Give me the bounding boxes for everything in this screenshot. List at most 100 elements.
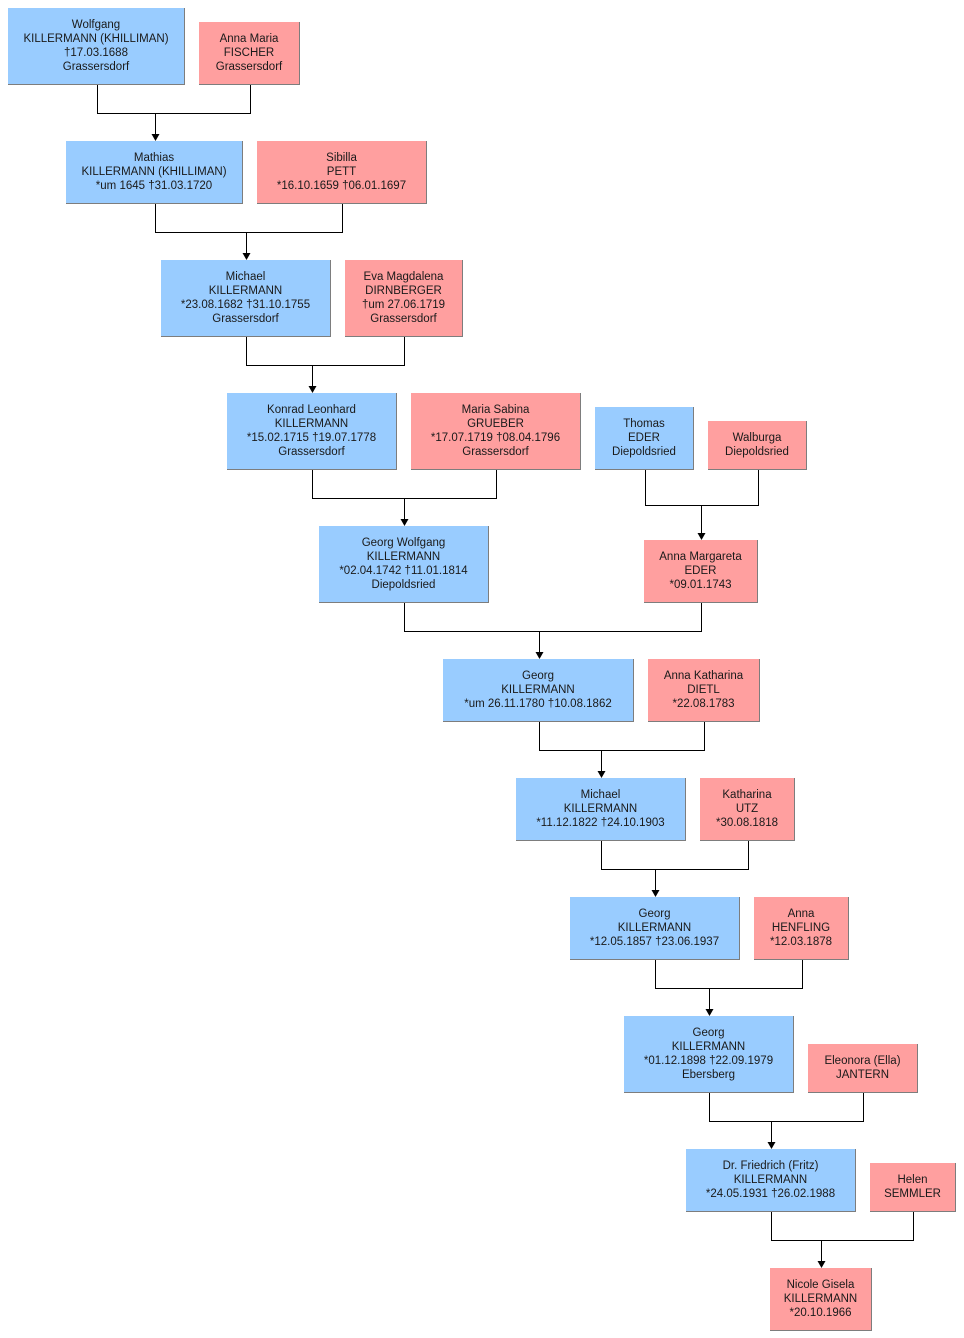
couple-connector — [601, 841, 749, 870]
person-detail: DIETL — [687, 684, 720, 696]
descent-arrow-icon — [705, 1009, 714, 1016]
person-given-name: Wolfgang — [71, 19, 121, 31]
person-given-name: Sibilla — [326, 152, 357, 164]
descent-arrow-icon — [597, 771, 606, 778]
person-detail: PETT — [326, 166, 357, 178]
person-given-name: Katharina — [722, 789, 772, 801]
couple-connector — [645, 470, 759, 506]
person-detail: Grassersdorf — [212, 313, 279, 325]
descent-arrow-icon — [767, 1142, 776, 1149]
descent-arrow-icon — [151, 134, 160, 141]
person-detail: EDER — [628, 432, 660, 444]
person-box-eleonora[interactable]: Eleonora (Ella) JANTERN — [808, 1044, 918, 1093]
person-given-name: Anna — [787, 908, 815, 920]
person-detail: *12.05.1857 †23.06.1937 — [589, 936, 720, 948]
person-detail: KILLERMANN (KHILLIMAN) — [81, 166, 227, 178]
person-given-name: Eva Magdalena — [363, 271, 444, 283]
person-given-name: Michael — [580, 789, 621, 801]
person-given-name: Mathias — [133, 152, 175, 164]
person-detail: *um 26.11.1780 †10.08.1862 — [464, 698, 612, 710]
person-given-name: Michael — [225, 271, 266, 283]
person-detail: *30.08.1818 — [715, 817, 779, 829]
person-detail: HENFLING — [771, 922, 831, 934]
person-detail: FISCHER — [223, 47, 275, 59]
person-given-name: Georg Wolfgang — [361, 537, 446, 549]
person-box-friedrich[interactable]: Dr. Friedrich (Fritz)KILLERMANN*24.05.19… — [686, 1149, 856, 1212]
person-detail: *15.02.1715 †19.07.1778 — [246, 432, 377, 444]
person-detail: †um 27.06.1719 — [361, 299, 446, 311]
couple-connector — [404, 603, 702, 632]
couple-connector — [539, 722, 705, 751]
descent-arrow-icon — [400, 519, 409, 526]
couple-connector — [155, 204, 343, 233]
couple-connector — [246, 337, 405, 366]
person-detail: SEMMLER — [884, 1188, 941, 1200]
person-detail: KILLERMANN — [366, 551, 441, 563]
person-detail: Diepoldsried — [612, 446, 676, 458]
person-detail: DIRNBERGER — [365, 285, 442, 297]
person-given-name: Georg — [638, 908, 671, 920]
person-detail: KILLERMANN — [671, 1041, 746, 1053]
person-detail: Diepoldsried — [371, 579, 436, 591]
person-given-name: Anna Margareta — [659, 551, 742, 563]
person-detail: Grassersdorf — [462, 446, 529, 458]
person-detail: KILLERMANN (KHILLIMAN) — [23, 33, 169, 45]
couple-connector — [97, 85, 251, 114]
person-given-name: Thomas — [623, 418, 665, 430]
descent-arrow-icon — [242, 253, 251, 260]
couple-connector — [709, 1093, 864, 1122]
couple-connector — [655, 960, 803, 989]
person-detail: *12.03.1878 — [769, 936, 833, 948]
person-given-name: Eleonora (Ella) — [824, 1055, 901, 1067]
person-given-name: Anna Maria — [219, 33, 279, 45]
person-detail: *um 1645 †31.03.1720 — [95, 180, 213, 192]
person-detail: *23.08.1682 †31.10.1755 — [180, 299, 311, 311]
person-given-name: Walburga — [732, 432, 782, 444]
person-detail: KILLERMANN — [274, 418, 349, 430]
person-detail: KILLERMANN — [501, 684, 575, 696]
descent-arrow-icon — [697, 533, 706, 540]
person-given-name: Konrad Leonhard — [267, 404, 356, 416]
person-given-name: Anna Katharina — [663, 670, 744, 682]
person-given-name: Maria Sabina — [461, 404, 530, 416]
person-detail: KILLERMANN — [563, 803, 638, 815]
person-detail: Grassersdorf — [278, 446, 345, 458]
person-detail: Diepoldsried — [725, 446, 789, 458]
person-detail: *17.07.1719 †08.04.1796 — [430, 432, 561, 444]
person-given-name: Nicole Gisela — [786, 1279, 855, 1291]
person-detail: KILLERMANN — [617, 922, 692, 934]
person-given-name: Georg — [522, 670, 554, 682]
person-detail: UTZ — [735, 803, 759, 815]
person-given-name: Helen — [897, 1174, 928, 1186]
descent-arrow-icon — [308, 386, 317, 393]
descent-arrow-icon — [535, 652, 544, 659]
person-detail: GRUEBER — [467, 418, 524, 430]
person-detail: JANTERN — [835, 1069, 890, 1081]
person-detail: †17.03.1688 — [64, 47, 128, 59]
person-detail: *11.12.1822 †24.10.1903 — [536, 817, 665, 829]
person-detail: KILLERMANN — [733, 1174, 808, 1186]
couple-connector — [771, 1212, 914, 1241]
person-detail: *01.12.1898 †22.09.1979 — [643, 1055, 774, 1067]
